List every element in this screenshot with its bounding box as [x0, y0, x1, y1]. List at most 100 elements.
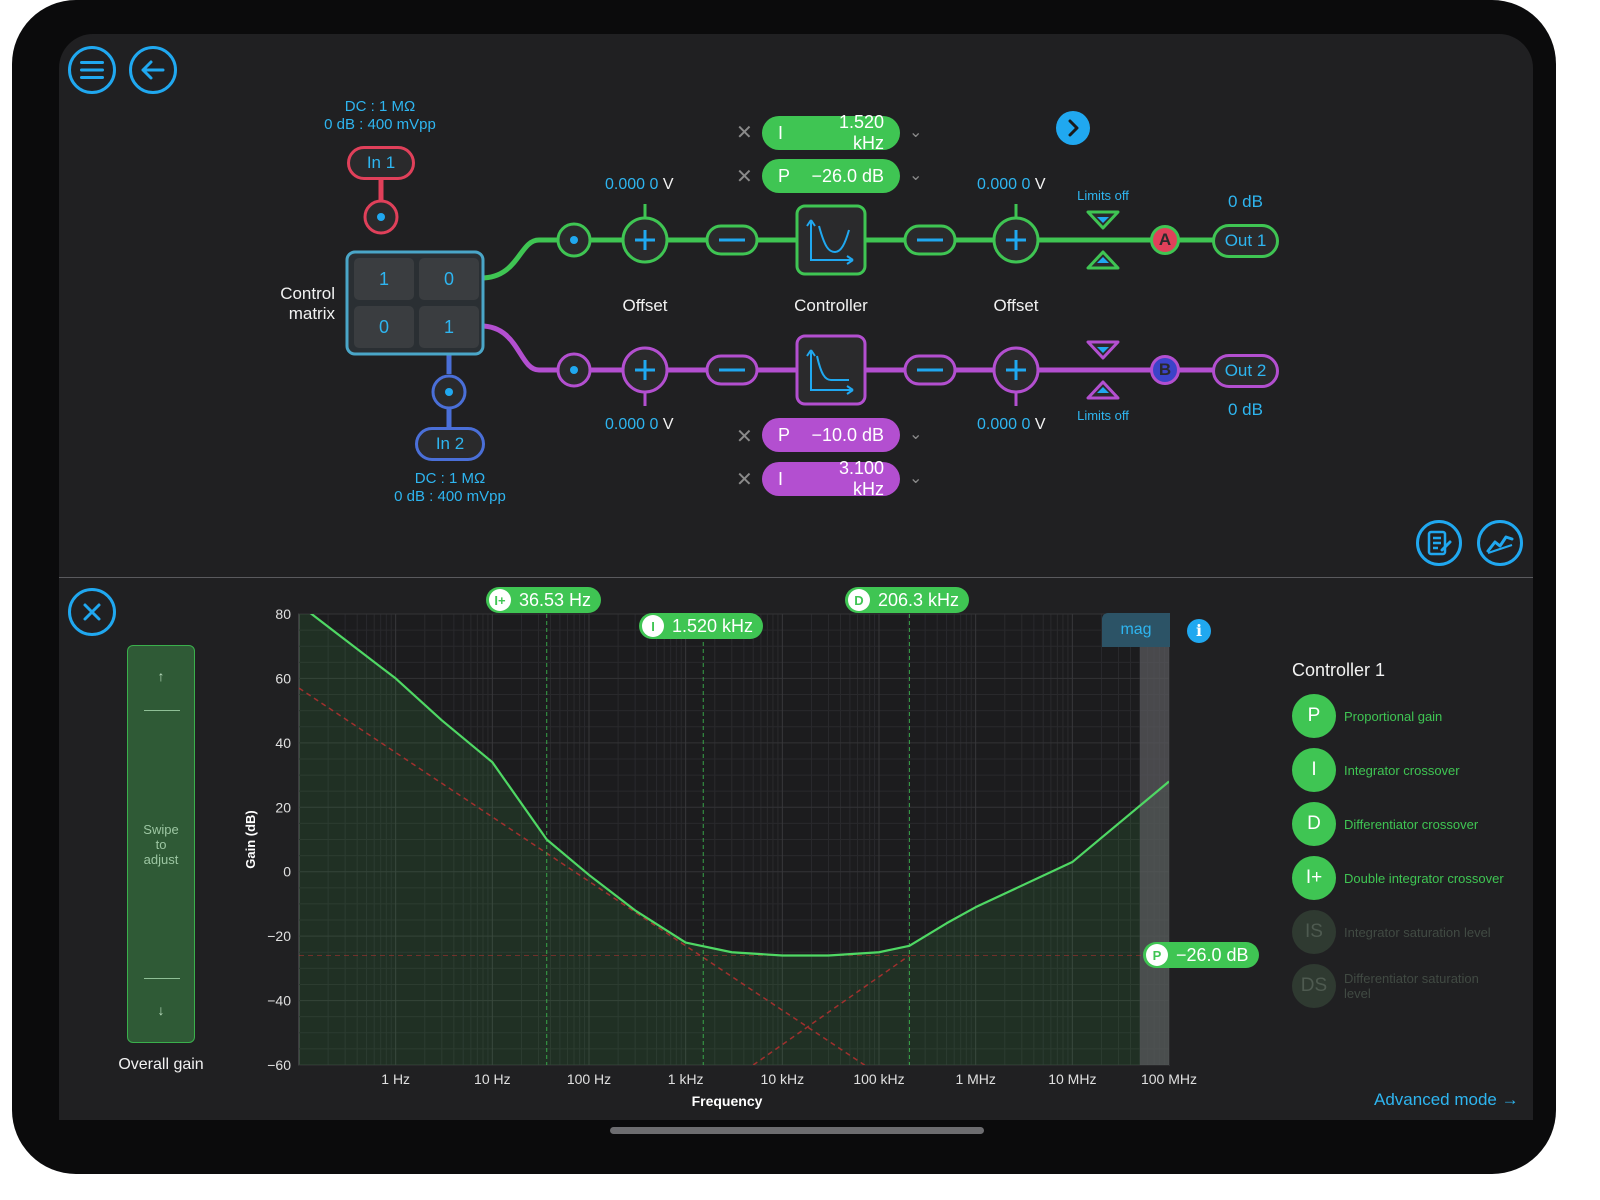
ch2-term-2-remove-icon[interactable]: ✕ [736, 469, 753, 491]
arrow-right-icon: → [1501, 1090, 1519, 1109]
ch1-output-offset-label: Offset [993, 296, 1039, 315]
ch1-input-node[interactable] [556, 222, 592, 258]
ch1-limit-upper[interactable] [1086, 210, 1120, 230]
ch2-term-1-pill[interactable]: P−10.0 dB [762, 418, 900, 452]
chevron-right-icon [1068, 119, 1079, 137]
matrix-cell-1-1[interactable]: 1 [354, 258, 414, 300]
ch2-minus-node-2[interactable] [903, 354, 957, 386]
slider-up-arrow-icon: ↑ [157, 668, 165, 684]
in2-range: 0 dB : 400 mVpp [394, 488, 506, 505]
out2-gain: 0 dB [1228, 400, 1263, 419]
ch2-controller-block[interactable] [795, 334, 867, 406]
ch1-controller-block[interactable] [795, 204, 867, 276]
app-screen: DC : 1 MΩ 0 dB : 400 mVpp In 1 In 2 DC :… [59, 34, 1533, 1120]
ch2-term-2-value: 3.100 kHz [838, 458, 884, 499]
ch1-output-offset-node[interactable] [992, 204, 1040, 264]
marker-differentiator-value: 206.3 kHz [878, 589, 960, 610]
legend-label: Integrator crossover [1344, 762, 1460, 778]
legend-label: Proportional gain [1344, 708, 1443, 724]
gain-curve [309, 614, 1169, 957]
ch2-input-offset-value[interactable]: 0.000 0 V [605, 416, 674, 434]
ch1-limit-lower[interactable] [1086, 250, 1120, 270]
matrix-cell-1-2[interactable]: 0 [419, 258, 479, 300]
ch1-output-offset-number: 0.000 0 [977, 176, 1031, 193]
ch1-term-1-remove-icon[interactable]: ✕ [736, 122, 753, 144]
slider-down-arrow-icon: ↓ [157, 1002, 165, 1018]
slider-hint-3: adjust [143, 852, 179, 867]
ch2-term-1-remove-icon[interactable]: ✕ [736, 426, 753, 448]
close-panel-button[interactable] [68, 588, 116, 636]
ch2-term-2-chevron-down-icon[interactable]: ⌄ [909, 470, 923, 487]
overall-gain-label: Overall gain [118, 1056, 204, 1073]
ch1-term-2-pill[interactable]: P−26.0 dB [762, 159, 900, 193]
mag-toggle[interactable]: mag [1102, 613, 1170, 647]
ch1-minus-node-2[interactable] [903, 224, 957, 256]
ch1-term-2-remove-icon[interactable]: ✕ [736, 166, 753, 188]
ch2-term-1-chevron-down-icon[interactable]: ⌄ [909, 426, 923, 443]
out-of-band-region [1139, 614, 1169, 1065]
matrix-cell-2-2[interactable]: 1 [419, 306, 479, 348]
ch1-limits-status[interactable]: Limits off [1077, 188, 1129, 203]
x-tick-label: 1 Hz [381, 1071, 410, 1087]
legend-item[interactable]: I+Double integrator crossover [1292, 856, 1504, 900]
back-button[interactable] [129, 46, 177, 94]
slider-lower-rule [144, 978, 180, 979]
ch1-input-offset-label: Offset [622, 296, 668, 315]
menu-button[interactable] [68, 46, 116, 94]
ch1-input-offset-node[interactable] [621, 204, 669, 264]
ch1-term-2-chevron-down-icon[interactable]: ⌄ [909, 167, 923, 184]
marker-double-integrator[interactable]: I+36.53 Hz [486, 587, 602, 613]
ch2-output-offset-node[interactable] [992, 346, 1040, 406]
ch2-input-node[interactable] [556, 352, 592, 388]
ch2-limit-lower[interactable] [1086, 380, 1120, 400]
out2-button[interactable]: Out 2 [1212, 354, 1279, 388]
matrix-cell-2-1[interactable]: 0 [354, 306, 414, 348]
overall-gain-slider[interactable]: ↑ Swipe to adjust ↓ [127, 645, 195, 1043]
marker-integrator-badge: I [642, 615, 664, 637]
ch1-term-1-chevron-down-icon[interactable]: ⌄ [909, 124, 923, 141]
in2-button[interactable]: In 2 [415, 427, 485, 461]
arrow-left-icon [141, 60, 165, 80]
in2-node[interactable] [431, 374, 467, 410]
chart-button[interactable] [1477, 520, 1523, 566]
marker-proportional-badge: P [1146, 944, 1168, 966]
ch2-output-offset-value[interactable]: 0.000 0 V [977, 416, 1046, 434]
ch2-minus-node-1[interactable] [705, 354, 759, 386]
gain-curve-fill [299, 614, 1169, 1065]
marker-double-integrator-badge: I+ [489, 589, 511, 611]
y-tick-label: −60 [267, 1057, 291, 1073]
ch1-minus-node-1[interactable] [705, 224, 759, 256]
info-icon[interactable]: i [1187, 619, 1211, 643]
notes-button[interactable] [1416, 520, 1462, 566]
ch1-controller-label: Controller [794, 296, 868, 315]
line-chart-icon [1486, 535, 1514, 554]
ch2-limit-upper[interactable] [1086, 340, 1120, 360]
ch2-term-1-key: P [778, 424, 791, 445]
ch1-output-offset-value[interactable]: 0.000 0 V [977, 176, 1046, 194]
ch2-limits-status[interactable]: Limits off [1077, 408, 1129, 423]
ch2-input-offset-node[interactable] [621, 346, 669, 406]
ch1-input-offset-value[interactable]: 0.000 0 V [605, 176, 674, 194]
marker-proportional[interactable]: P−26.0 dB [1143, 942, 1259, 968]
ch2-output-offset-number: 0.000 0 [977, 416, 1031, 433]
forward-button[interactable] [1056, 111, 1090, 145]
y-axis-label: Gain (dB) [243, 810, 258, 869]
ch1-term-1-value: 1.520 kHz [838, 112, 884, 153]
out1-button[interactable]: Out 1 [1212, 224, 1279, 258]
in1-node[interactable] [363, 199, 399, 235]
panel-divider [59, 577, 1533, 578]
ch1-input-offset-number: 0.000 0 [605, 176, 659, 193]
in1-button[interactable]: In 1 [347, 146, 415, 180]
advanced-mode-link[interactable]: Advanced mode → [1374, 1090, 1519, 1110]
